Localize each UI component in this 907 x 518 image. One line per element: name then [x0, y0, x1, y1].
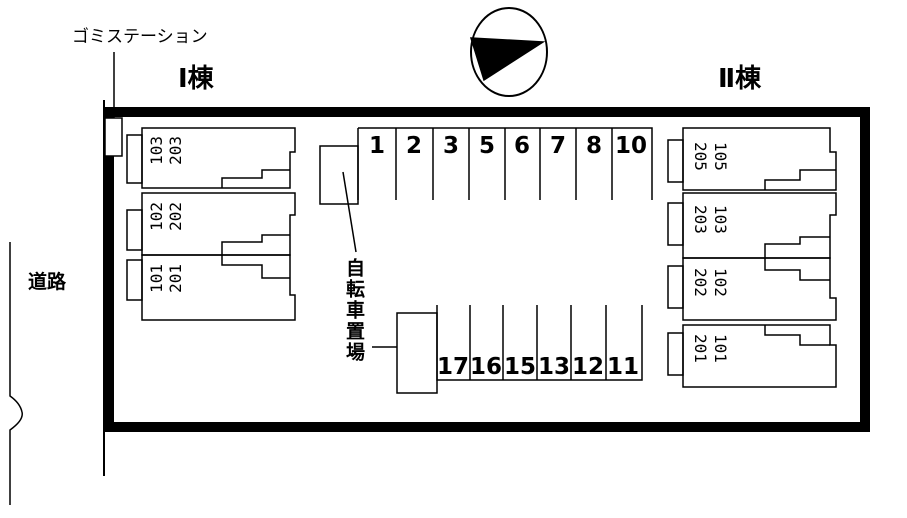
parking-slot-number: 10: [614, 133, 647, 159]
road-outline: [9, 242, 23, 505]
parking-slot-number: 7: [549, 133, 566, 159]
building-1-label: Ⅰ棟: [178, 64, 214, 94]
unit-number-lower: 103: [710, 205, 730, 234]
garbage-station: [104, 117, 123, 157]
parking-slot-number: 13: [537, 354, 570, 380]
unit-number-upper: 201: [166, 264, 185, 293]
bicycle-shed-top: [319, 145, 359, 205]
building-2-outline: [667, 127, 837, 388]
parking-slot-number: 1: [368, 133, 385, 159]
unit-number-upper: 201: [690, 334, 710, 363]
unit-number-upper: 202: [690, 268, 710, 297]
parking-slot-number: 3: [442, 133, 459, 159]
unit-number-lower: 105: [710, 142, 730, 171]
unit-number-lower: 101: [147, 264, 166, 293]
bicycle-shed-bottom: [396, 312, 438, 394]
unit-number-upper: 202: [166, 202, 185, 231]
bicycle-parking-label: 自転車置場: [343, 258, 365, 363]
parking-top-outline: [357, 127, 653, 200]
road-label: 道路: [28, 271, 67, 293]
parking-slot-number: 6: [513, 133, 530, 159]
building-2-label: Ⅱ棟: [718, 64, 762, 94]
compass-icon: [470, 7, 548, 97]
parking-slot-number: 16: [469, 354, 502, 380]
parking-slot-number: 2: [405, 133, 422, 159]
unit-number-lower: 102: [710, 268, 730, 297]
parking-slot-number: 11: [606, 354, 639, 380]
unit-number-upper: 203: [166, 136, 185, 165]
parking-slot-number: 17: [436, 354, 469, 380]
north-arrow-icon: [469, 37, 546, 82]
parking-slot-number: 15: [503, 354, 536, 380]
building-1-outline: [126, 127, 296, 321]
parking-slot-number: 12: [571, 354, 604, 380]
parking-slot-number: 8: [585, 133, 602, 159]
property-boundary: [104, 107, 870, 432]
parking-slot-number: 5: [478, 133, 495, 159]
unit-number-lower: 103: [147, 136, 166, 165]
unit-number-upper: 205: [690, 142, 710, 171]
unit-number-lower: 101: [710, 334, 730, 363]
unit-number-lower: 102: [147, 202, 166, 231]
unit-number-upper: 203: [690, 205, 710, 234]
garbage-station-label: ゴミステーション: [72, 27, 208, 47]
